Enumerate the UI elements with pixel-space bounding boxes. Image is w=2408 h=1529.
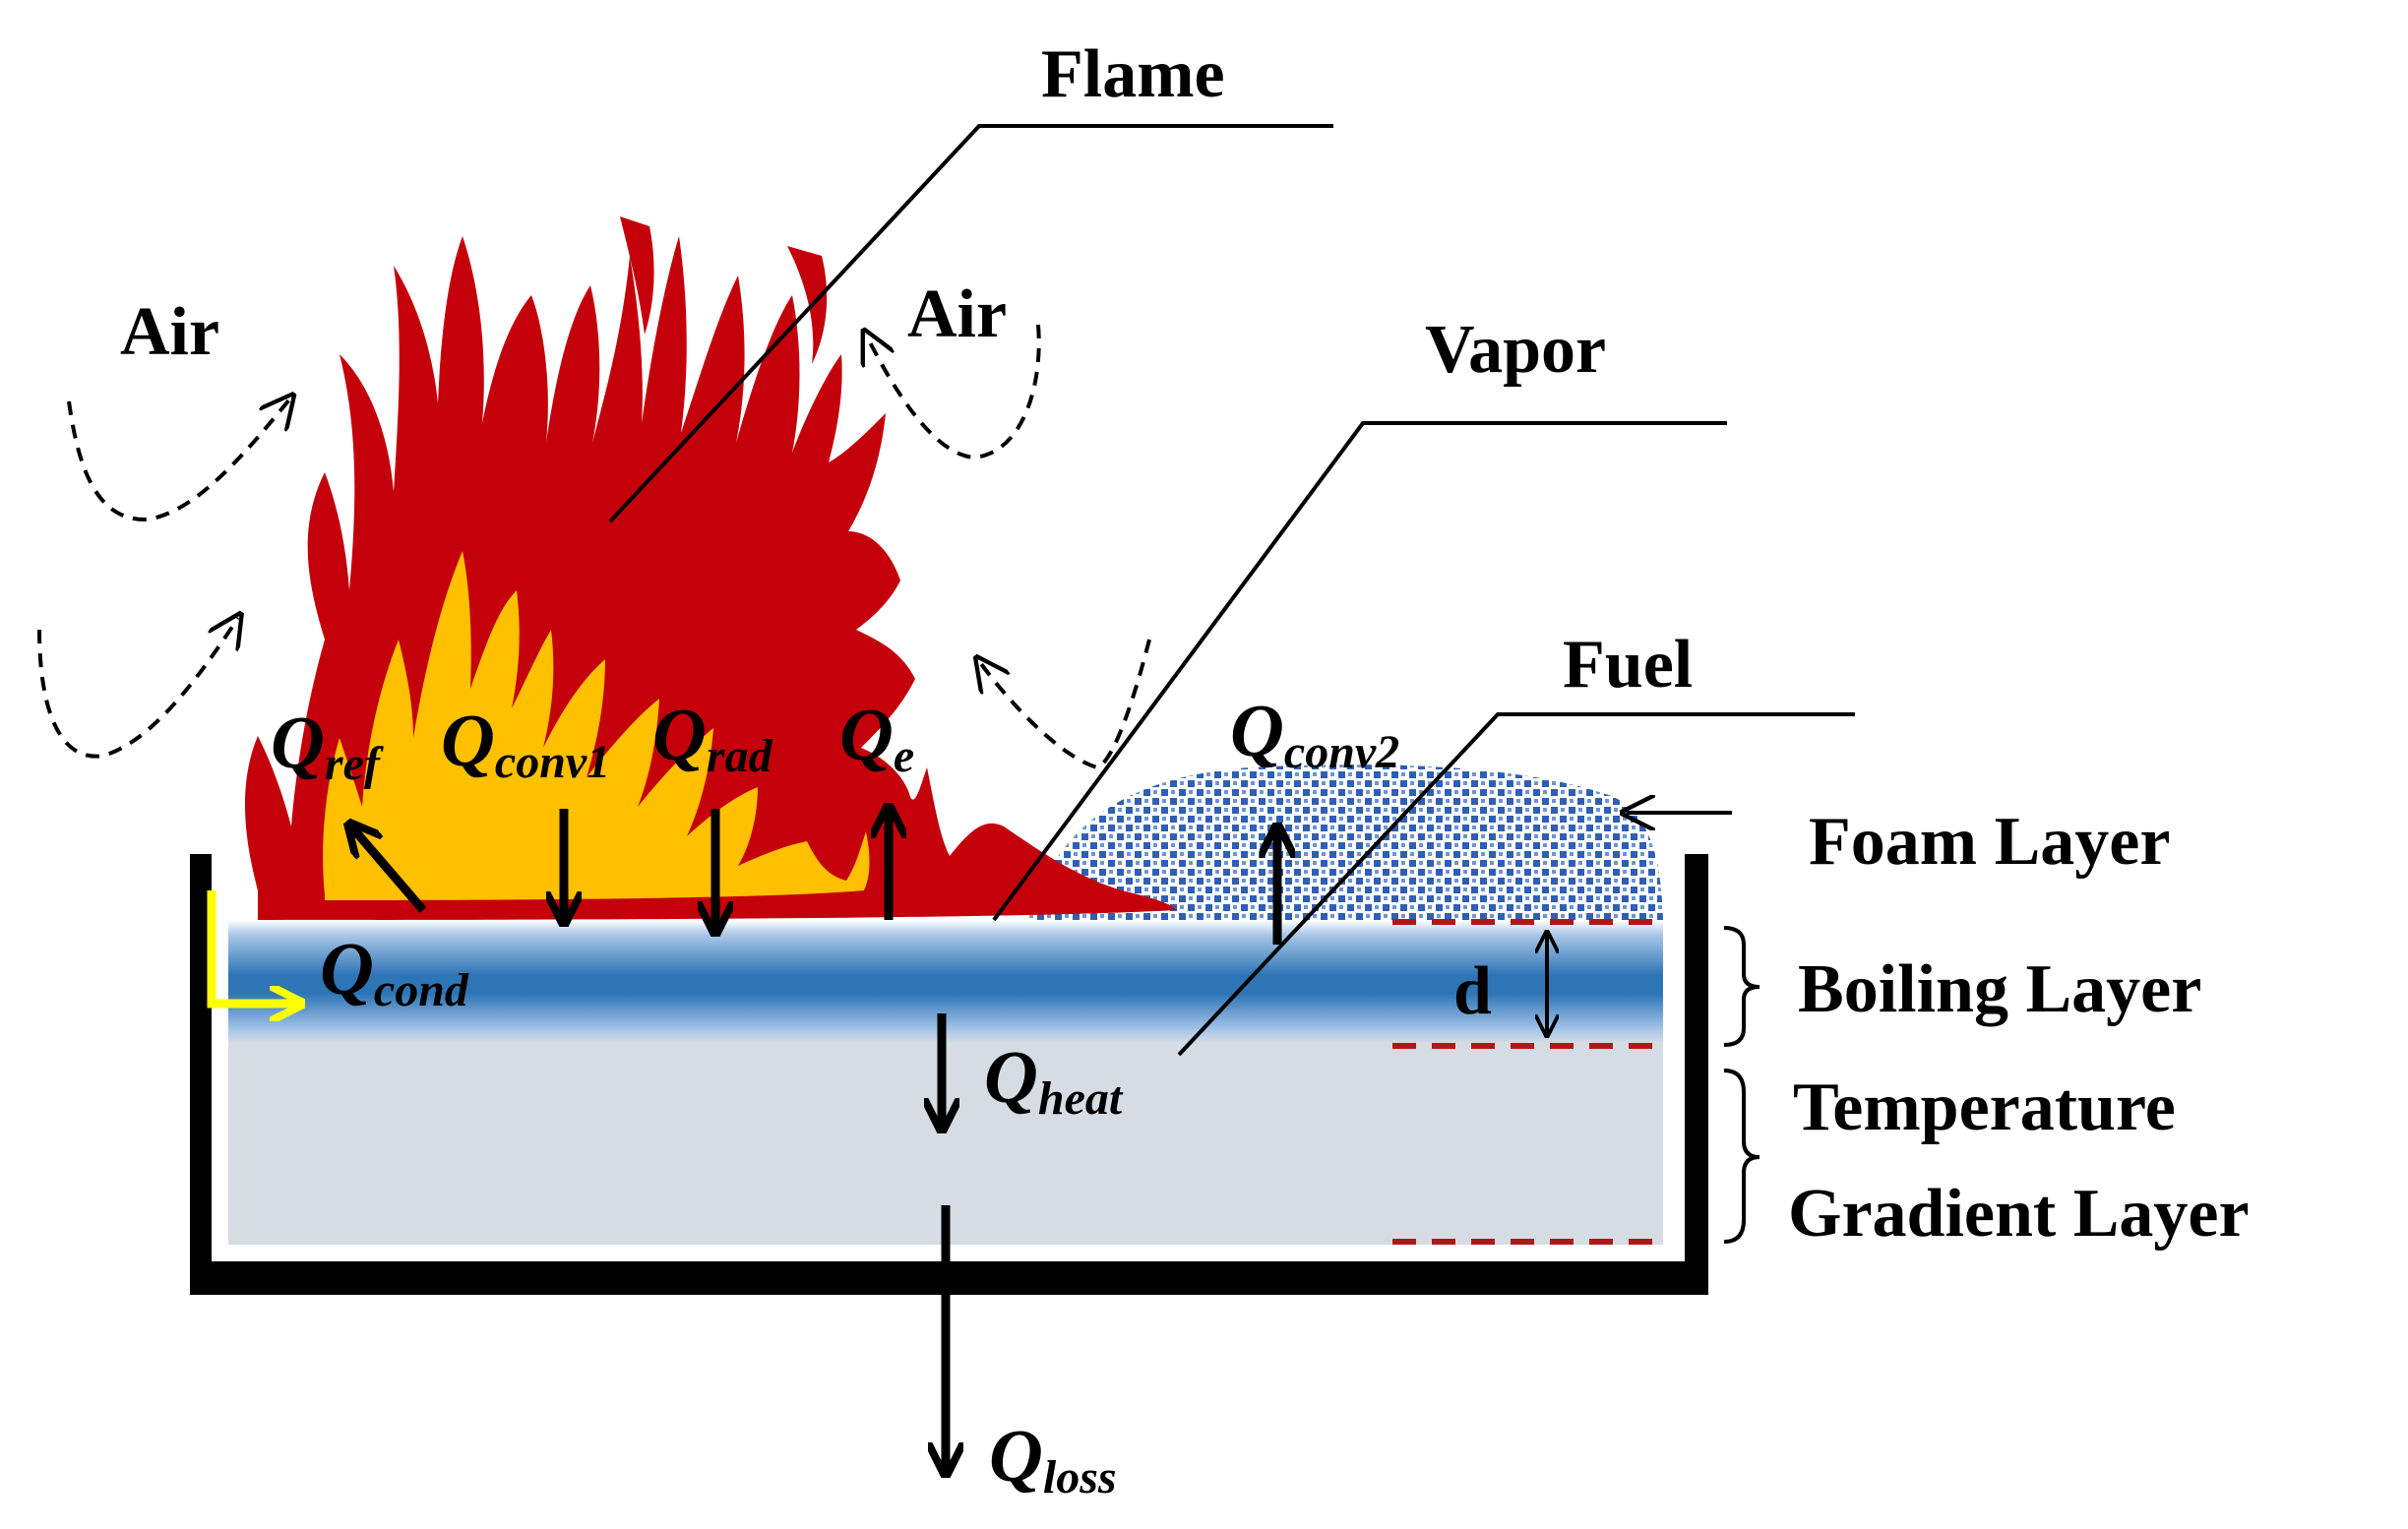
flame-tongue-2 bbox=[787, 246, 828, 364]
fuel-label: Fuel bbox=[1563, 627, 1693, 703]
foam-layer bbox=[1028, 764, 1663, 920]
q-conv2-label: Qconv2 bbox=[1230, 690, 1399, 778]
q-cond-arrow bbox=[207, 890, 298, 1004]
q-heat-label: Qheat bbox=[984, 1036, 1124, 1125]
air-flow-path-2 bbox=[37, 618, 238, 759]
vapor-label: Vapor bbox=[1425, 312, 1606, 388]
temperature-label: Temperature bbox=[1793, 1070, 2176, 1145]
flame-leader-line bbox=[608, 124, 1333, 523]
q-ref-arrow bbox=[351, 826, 427, 913]
gradient-layer-bracket bbox=[1723, 1069, 1760, 1244]
q-ref-label: Qref bbox=[271, 702, 384, 790]
container-left-wall bbox=[190, 854, 212, 1295]
air-label-left: Air bbox=[120, 294, 219, 370]
fuel-leader-line bbox=[1177, 712, 1855, 1057]
flame-inner bbox=[323, 551, 870, 900]
q-loss-label: Qloss bbox=[989, 1415, 1117, 1503]
air-flow-path-3 bbox=[866, 325, 1041, 460]
air-flow-path-4 bbox=[979, 639, 1151, 770]
flame-tongue-1 bbox=[620, 216, 654, 335]
q-cond-label: Qcond bbox=[320, 928, 469, 1016]
foam-layer-label: Foam Layer bbox=[1809, 804, 2170, 880]
boiling-layer-label: Boiling Layer bbox=[1798, 951, 2201, 1027]
q-conv1-label: Qconv1 bbox=[441, 700, 610, 788]
flame-label: Flame bbox=[1041, 36, 1225, 112]
vapor-leader-line bbox=[992, 421, 1727, 922]
container-right-wall bbox=[1685, 854, 1708, 1295]
q-rad-label: Qrad bbox=[652, 694, 773, 782]
q-e-label: Qe bbox=[839, 694, 914, 782]
air-flow-path-1 bbox=[67, 398, 290, 522]
thickness-label: d bbox=[1453, 953, 1492, 1029]
boiling-layer-bracket bbox=[1723, 926, 1760, 1047]
flame bbox=[244, 216, 1176, 920]
gradient-layer-label: Gradient Layer bbox=[1788, 1176, 2250, 1252]
air-label-right: Air bbox=[907, 276, 1007, 352]
